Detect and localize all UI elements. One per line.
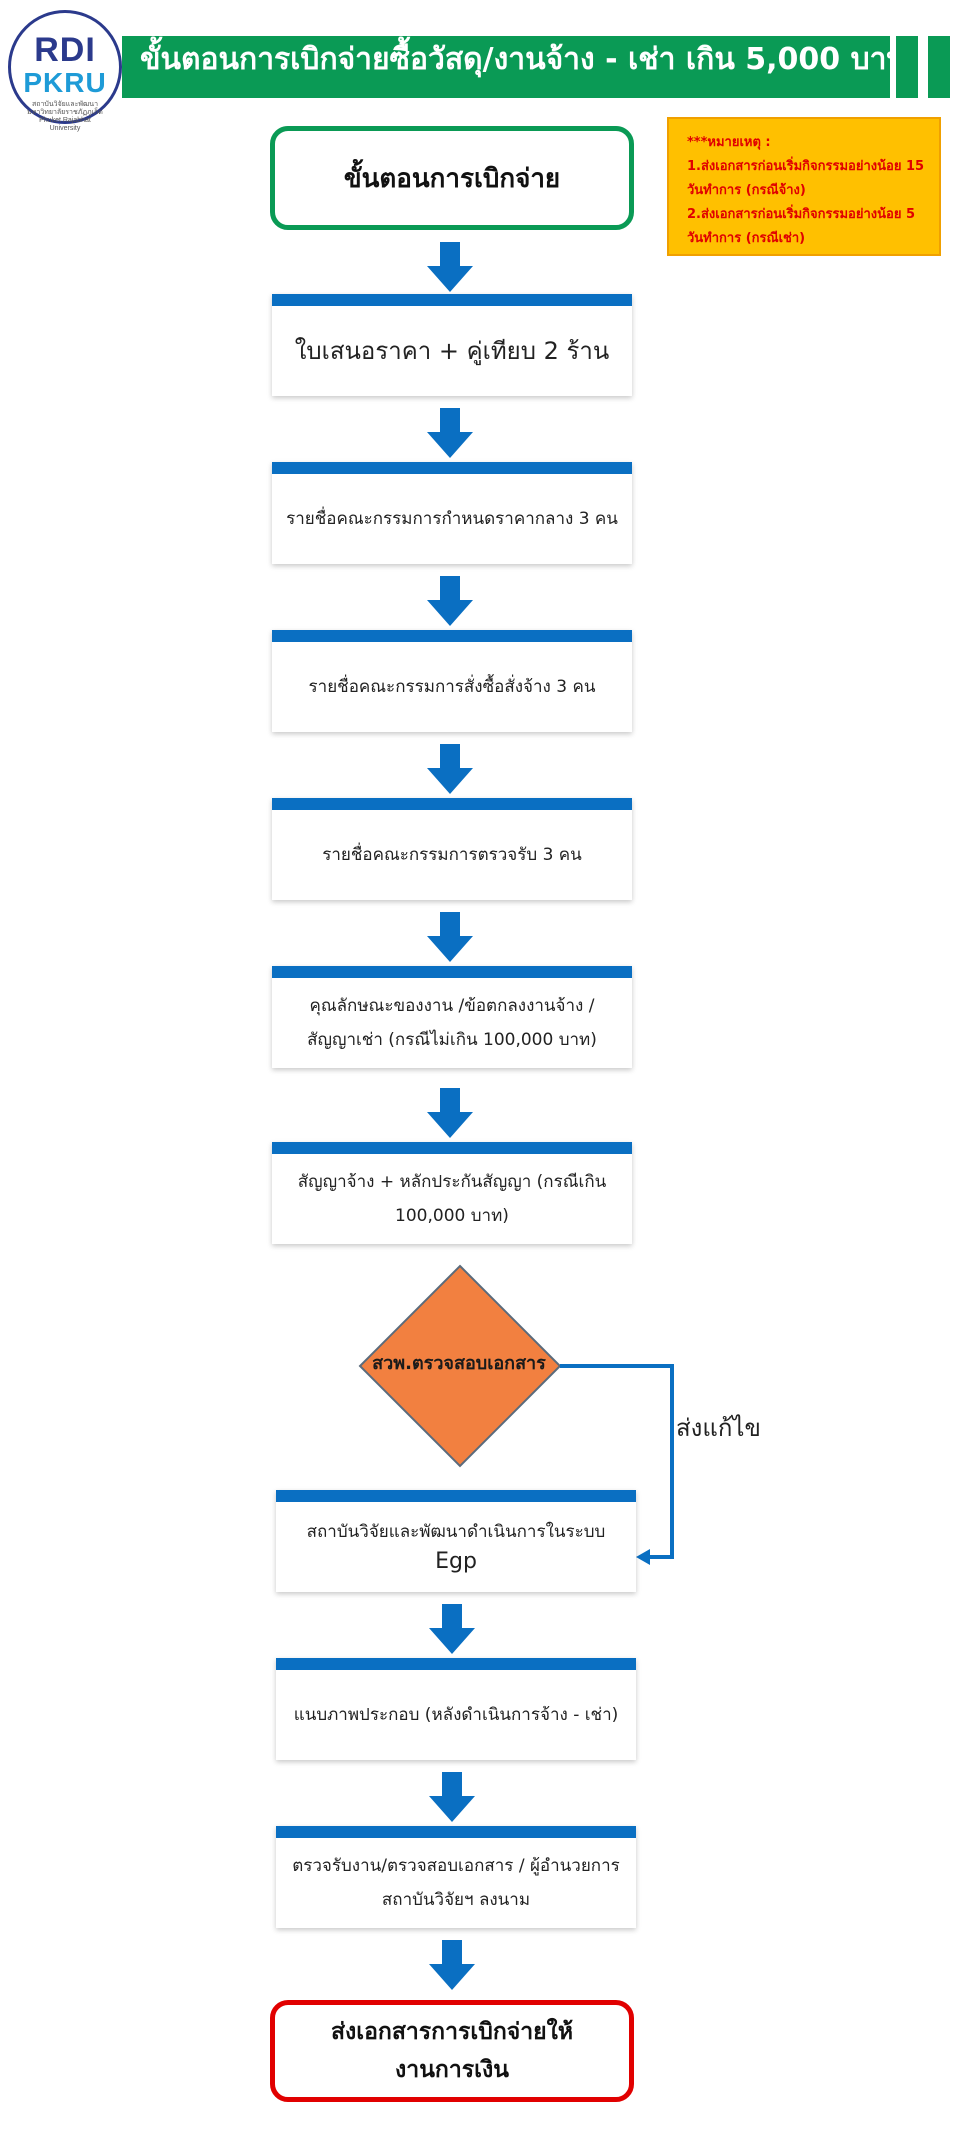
step-work-spec-agreement: คุณลักษณะของงาน /ข้อตกลงงานจ้าง / สัญญาเ… [272, 966, 632, 1068]
logo-line2: PKRU [23, 67, 107, 98]
header-stripe-2 [928, 36, 950, 98]
step-inspection-committee: รายชื่อคณะกรรมการตรวจรับ 3 คน [272, 798, 632, 900]
note-title: ***หมายเหตุ : [687, 135, 771, 150]
card-accent-bar [272, 462, 632, 474]
decision-diamond [358, 1264, 562, 1468]
arrow-down-icon [425, 242, 475, 292]
note-box: ***หมายเหตุ : 1.ส่งเอกสารก่อนเริ่มกิจกรร… [667, 117, 941, 256]
arrow-down-icon [425, 576, 475, 626]
card-accent-bar [272, 630, 632, 642]
step-contract-guarantee: สัญญาจ้าง + หลักประกันสัญญา (กรณีเกิน 10… [272, 1142, 632, 1244]
end-label: ส่งเอกสารการเบิกจ่ายให้งานการเงิน [330, 2019, 574, 2083]
return-connector-line [560, 1364, 674, 1559]
page-title: ขั้นตอนการเบิกจ่ายซื้อวัสดุ/งานจ้าง - เช… [140, 42, 907, 77]
rdi-pkru-logo: RDI PKRU สถาบันวิจัยและพัฒนา มหาวิทยาลัย… [8, 10, 122, 132]
step-text: รายชื่อคณะกรรมการสั่งซื้อสั่งจ้าง 3 คน [308, 677, 596, 697]
step-inspection-sign: ตรวจรับงาน/ตรวจสอบเอกสาร / ผู้อำนวยการสถ… [276, 1826, 636, 1928]
start-box: ขั้นตอนการเบิกจ่าย [270, 126, 634, 230]
decision-label: สวพ.ตรวจสอบเอกสาร [372, 1353, 546, 1374]
step-text: สัญญาจ้าง + หลักประกันสัญญา (กรณีเกิน 10… [297, 1172, 607, 1226]
step-median-price-committee: รายชื่อคณะกรรมการกำหนดราคากลาง 3 คน [272, 462, 632, 564]
return-label: ส่งแก้ไข [676, 1414, 761, 1442]
card-accent-bar [272, 966, 632, 978]
note-line-2: 2.ส่งเอกสารก่อนเริ่มกิจกรรมอย่างน้อย 5 ว… [687, 207, 916, 246]
step-procurement-committee: รายชื่อคณะกรรมการสั่งซื้อสั่งจ้าง 3 คน [272, 630, 632, 732]
step-quotation: ใบเสนอราคา + คู่เทียบ 2 ร้าน [272, 294, 632, 396]
step-text: รายชื่อคณะกรรมการกำหนดราคากลาง 3 คน [286, 509, 618, 529]
step-attach-photos: แนบภาพประกอบ (หลังดำเนินการจ้าง - เช่า) [276, 1658, 636, 1760]
logo-line1: RDI [34, 31, 96, 69]
card-accent-bar [276, 1490, 636, 1502]
start-label: ขั้นตอนการเบิกจ่าย [343, 163, 561, 194]
arrow-down-icon [427, 1604, 477, 1654]
arrow-down-icon [427, 1940, 477, 1990]
card-accent-bar [276, 1658, 636, 1670]
step-text: รายชื่อคณะกรรมการตรวจรับ 3 คน [322, 845, 582, 865]
step-text: แนบภาพประกอบ (หลังดำเนินการจ้าง - เช่า) [293, 1705, 619, 1725]
arrow-down-icon [425, 408, 475, 458]
arrow-down-icon [427, 1772, 477, 1822]
header-bar [122, 36, 890, 98]
step-text-wrap: สถาบันวิจัยและพัฒนาดำเนินการในระบบ Egp [288, 1502, 624, 1592]
step-text: ตรวจรับงาน/ตรวจสอบเอกสาร / ผู้อำนวยการสถ… [292, 1856, 620, 1910]
arrow-down-icon [425, 912, 475, 962]
card-accent-bar [272, 294, 632, 306]
step-text: สถาบันวิจัยและพัฒนาดำเนินการในระบบ [306, 1522, 606, 1542]
step-text-suffix: Egp [435, 1549, 477, 1574]
header-stripe-1 [896, 36, 918, 98]
card-accent-bar [276, 1826, 636, 1838]
card-accent-bar [272, 1142, 632, 1154]
arrow-down-icon [425, 1088, 475, 1138]
card-accent-bar [272, 798, 632, 810]
step-text: ใบเสนอราคา + คู่เทียบ 2 ร้าน [294, 337, 610, 365]
arrow-down-icon [425, 744, 475, 794]
step-egp-system: สถาบันวิจัยและพัฒนาดำเนินการในระบบ Egp [276, 1490, 636, 1592]
note-line-1: 1.ส่งเอกสารก่อนเริ่มกิจกรรมอย่างน้อย 15 … [687, 159, 925, 198]
step-text: คุณลักษณะของงาน /ข้อตกลงงานจ้าง / สัญญาเ… [307, 996, 597, 1050]
logo-tagline: สถาบันวิจัยและพัฒนา มหาวิทยาลัยราชภัฏภูเ… [27, 101, 103, 132]
return-arrowhead-icon [636, 1549, 650, 1565]
end-box: ส่งเอกสารการเบิกจ่ายให้งานการเงิน [270, 2000, 634, 2102]
